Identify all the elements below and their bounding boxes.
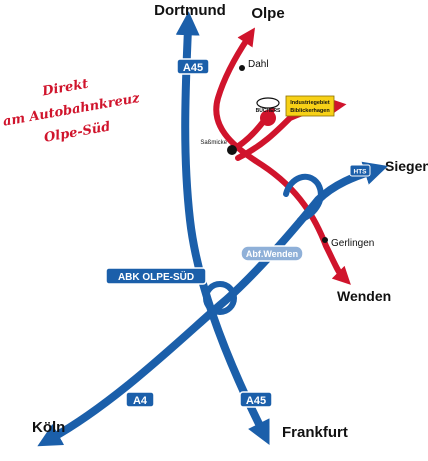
shield-a4: A4 [125,391,155,408]
destination-marker [260,110,276,126]
town-sassmicke: Saßmicke [200,140,227,146]
industrial-area-line2: Biblickerhagen [290,108,330,114]
industrial-area-line1: Industriegebiet [290,100,330,106]
shield-exit-wenden-label: Abf.Wenden [246,249,298,259]
motorway-a4-hts [37,161,389,447]
slogan-line1: Direkt [40,77,89,100]
shield-a45-north: A45 [176,58,210,75]
industrial-area-sign: Industriegebiet Biblickerhagen [285,95,335,117]
motorways [37,11,389,447]
industrial-area-sign-bg [285,95,335,117]
shield-a45-north-label: A45 [183,62,203,74]
slogan: Direkt am Autobahnkreuz Olpe-Süd [2,77,141,146]
city-olpe: Olpe [251,5,284,22]
shield-a45-south-label: A45 [246,395,266,407]
shield-a45-south: A45 [239,391,273,408]
town-markers [227,65,328,243]
logo-badge [256,97,280,109]
town-gerlingen: Gerlingen [331,238,374,249]
city-wenden: Wenden [337,288,391,304]
sassmicke-dot [227,145,237,155]
gerlingen-dot [322,237,328,243]
logo: BÜCHERS [256,97,281,114]
town-dahl: Dahl [248,59,269,70]
hts-loop [283,173,324,223]
shield-hts-label: HTS [354,169,368,176]
dahl-dot [239,65,245,71]
shield-junction-label: ABK OLPE-SÜD [118,270,194,283]
city-dortmund: Dortmund [154,2,226,19]
city-frankfurt: Frankfurt [282,424,348,441]
shield-junction: ABK OLPE-SÜD [105,267,207,285]
city-koeln: Köln [32,419,65,436]
junction-loop [203,281,237,315]
logo-text: BÜCHERS [256,107,281,114]
city-siegen: Siegen [385,158,428,174]
shield-exit-wenden: Abf.Wenden [240,245,304,262]
shield-a4-label: A4 [133,395,148,407]
slogan-line2: am Autobahnkreuz [2,91,141,130]
slogan-line3: Olpe-Süd [43,119,112,145]
shield-hts: HTS [349,164,371,177]
